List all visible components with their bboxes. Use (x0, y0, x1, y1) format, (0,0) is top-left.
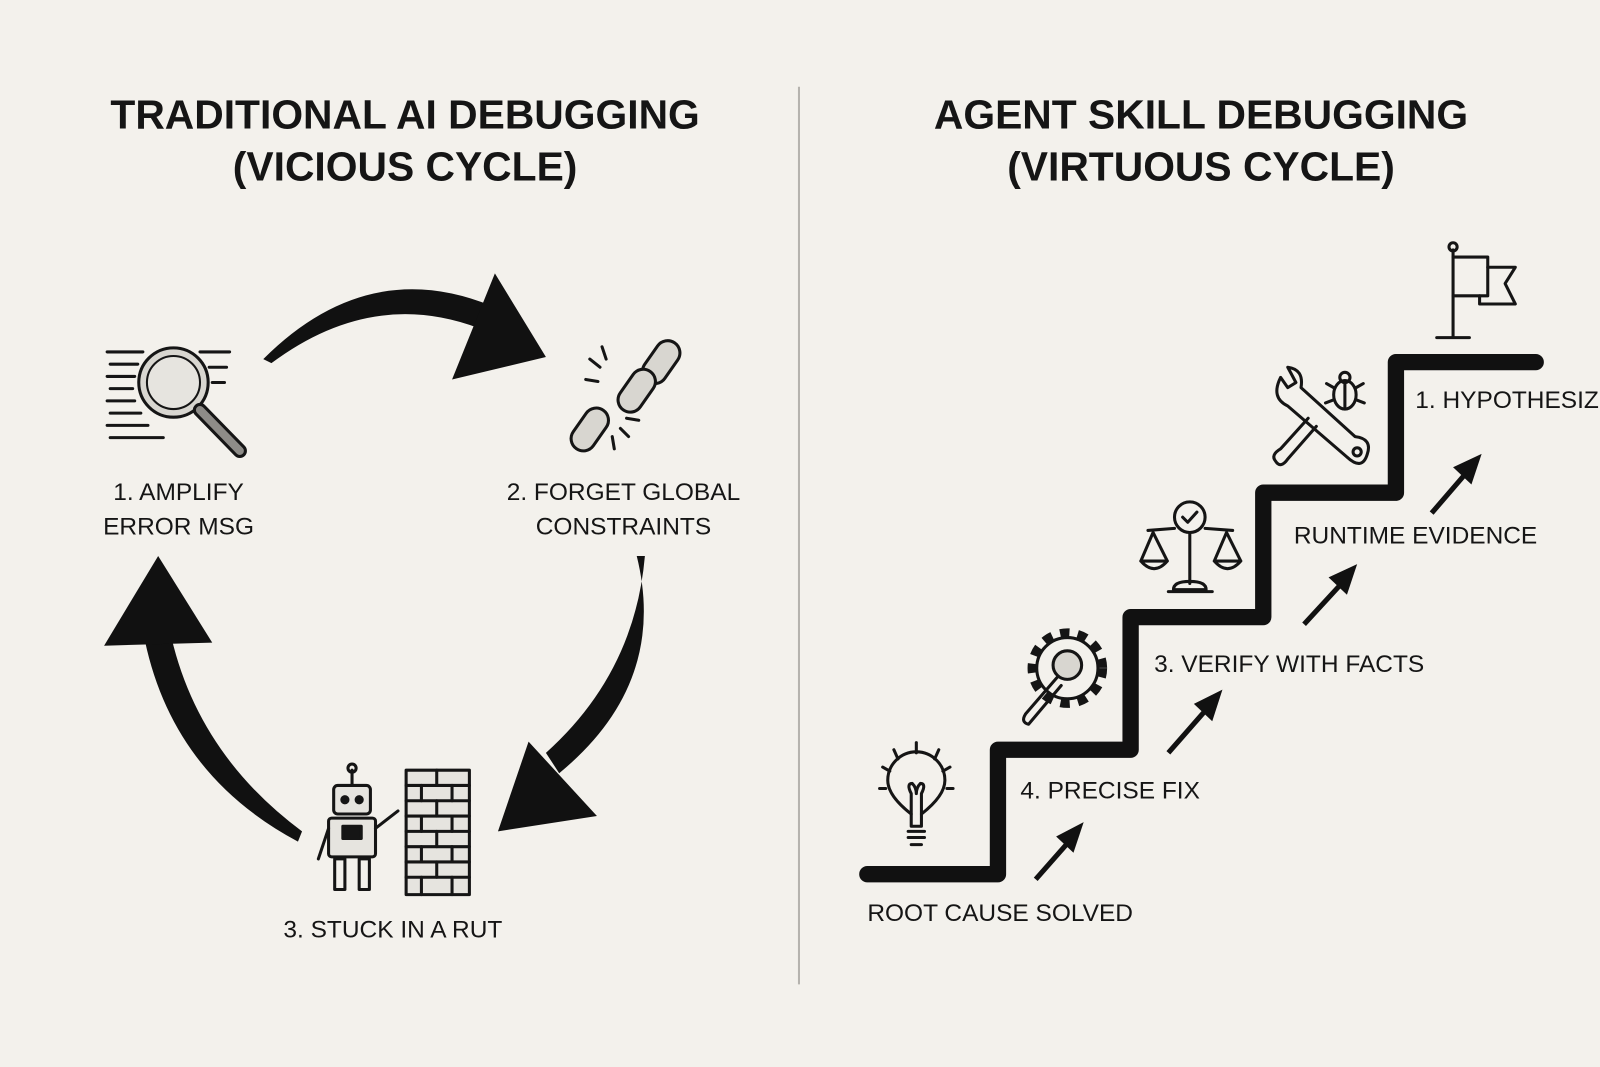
cycle-arrow-top (263, 273, 546, 380)
left-step-2-line2: CONSTRAINTS (536, 514, 711, 541)
left-title: TRADITIONAL AI DEBUGGING (110, 92, 699, 138)
right-title: AGENT SKILL DEBUGGING (934, 92, 1468, 138)
step-arrow (1302, 564, 1358, 627)
left-step-1-line2: ERROR MSG (103, 514, 254, 541)
right-step-2-label: RUNTIME EVIDENCE (1294, 523, 1537, 550)
magnifier-icon (105, 346, 247, 459)
step-arrow (1429, 453, 1482, 515)
gear-magnifier-icon (1022, 628, 1108, 726)
right-step-5-label: ROOT CAUSE SOLVED (867, 900, 1133, 927)
left-step-3-label: 3. STUCK IN A RUT (283, 916, 502, 943)
step-arrow (1166, 689, 1223, 755)
scales-icon (1139, 500, 1243, 594)
left-step-2-line1: 2. FORGET GLOBAL (507, 479, 740, 506)
staircase (859, 353, 1544, 883)
flag-icon (1435, 241, 1517, 340)
left-step-1-line1: 1. AMPLIFY (113, 479, 244, 506)
right-step-1-label: 1. HYPOTHESIZE (1415, 387, 1600, 414)
broken-chain-icon (569, 339, 682, 453)
right-subtitle: (VIRTUOUS CYCLE) (1007, 144, 1395, 190)
right-step-3-label: 3. VERIFY WITH FACTS (1154, 651, 1424, 678)
lightbulb-icon (878, 741, 955, 847)
robot-brick-wall-icon (316, 762, 471, 897)
cycle-arrow-left (104, 555, 303, 842)
left-subtitle: (VICIOUS CYCLE) (233, 144, 578, 190)
right-step-4-label: 4. PRECISE FIX (1020, 778, 1200, 805)
step-arrow (1033, 822, 1084, 881)
cycle-arrow-right (497, 555, 645, 832)
wrench-bug-icon (1272, 365, 1371, 467)
step-arrows (1033, 453, 1482, 881)
